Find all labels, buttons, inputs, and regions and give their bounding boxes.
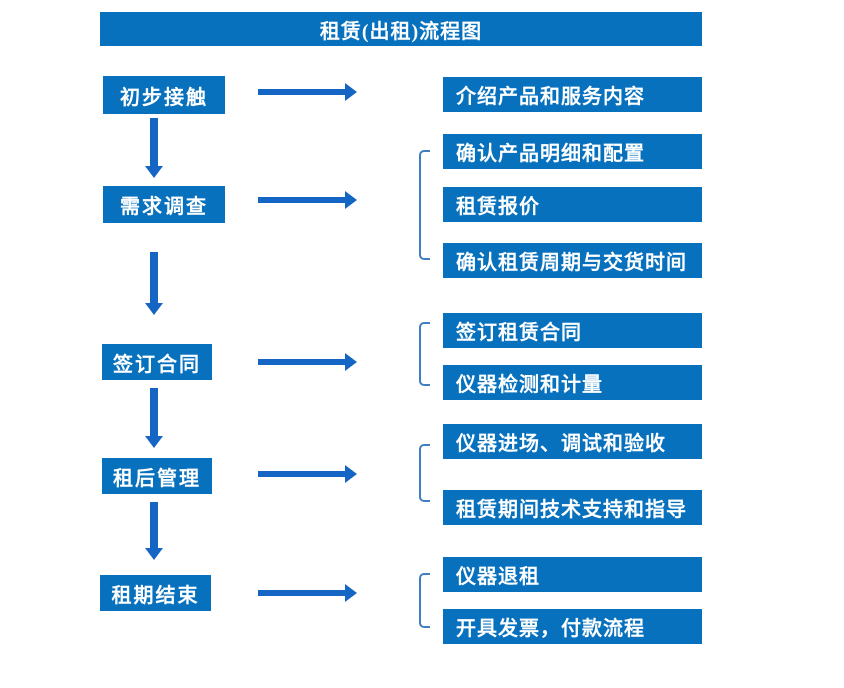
arrow-head: [345, 465, 357, 483]
arrow-head: [145, 303, 163, 315]
right-arrow-icon: [258, 465, 357, 483]
step-box-rental-end: 租期结束: [100, 575, 211, 611]
arrow-stem: [150, 388, 158, 436]
flowchart-title: 租赁(出租)流程图: [319, 20, 483, 43]
arrow-stem: [150, 502, 158, 548]
down-arrow-icon: [145, 388, 163, 448]
detail-box-invoice-payment: 开具发票，付款流程: [443, 609, 702, 644]
arrow-stem: [150, 252, 158, 303]
group-bracket-sign-contract: [419, 322, 430, 386]
detail-box-instrument-testing: 仪器检测和计量: [443, 365, 702, 400]
detail-box-confirm-product-details: 确认产品明细和配置: [443, 134, 702, 169]
arrow-head: [345, 83, 357, 101]
group-bracket-post-rental-management: [419, 444, 430, 502]
arrow-head: [345, 353, 357, 371]
down-arrow-icon: [145, 502, 163, 560]
right-arrow-icon: [258, 191, 357, 209]
detail-box-technical-support: 租赁期间技术支持和指导: [443, 490, 702, 525]
detail-box-instrument-return: 仪器退租: [443, 557, 702, 592]
detail-box-rental-quote: 租赁报价: [443, 187, 702, 222]
arrow-head: [345, 191, 357, 209]
group-bracket-demand-survey: [419, 150, 430, 260]
detail-box-sign-rental-contract: 签订租赁合同: [443, 313, 702, 348]
arrow-stem: [150, 118, 158, 166]
right-arrow-icon: [258, 584, 357, 602]
group-bracket-rental-end: [419, 573, 430, 628]
arrow-head: [345, 584, 357, 602]
down-arrow-icon: [145, 252, 163, 315]
detail-box-instrument-entry: 仪器进场、调试和验收: [443, 424, 702, 459]
step-box-post-rental-management: 租后管理: [102, 458, 212, 494]
detail-box-confirm-rental-period: 确认租赁周期与交货时间: [443, 243, 702, 278]
detail-box-introduce-products: 介绍产品和服务内容: [443, 77, 702, 112]
arrow-stem: [258, 590, 345, 596]
arrow-head: [145, 166, 163, 178]
arrow-head: [145, 548, 163, 560]
arrow-stem: [258, 197, 345, 203]
arrow-stem: [258, 471, 345, 477]
down-arrow-icon: [145, 118, 163, 178]
arrow-stem: [258, 89, 345, 95]
right-arrow-icon: [258, 83, 357, 101]
arrow-stem: [258, 359, 345, 365]
step-box-sign-contract: 签订合同: [102, 344, 212, 380]
step-box-initial-contact: 初步接触: [103, 76, 225, 114]
step-box-demand-survey: 需求调查: [103, 186, 225, 223]
right-arrow-icon: [258, 353, 357, 371]
flowchart-title-bar: 租赁(出租)流程图: [100, 12, 702, 46]
arrow-head: [145, 436, 163, 448]
